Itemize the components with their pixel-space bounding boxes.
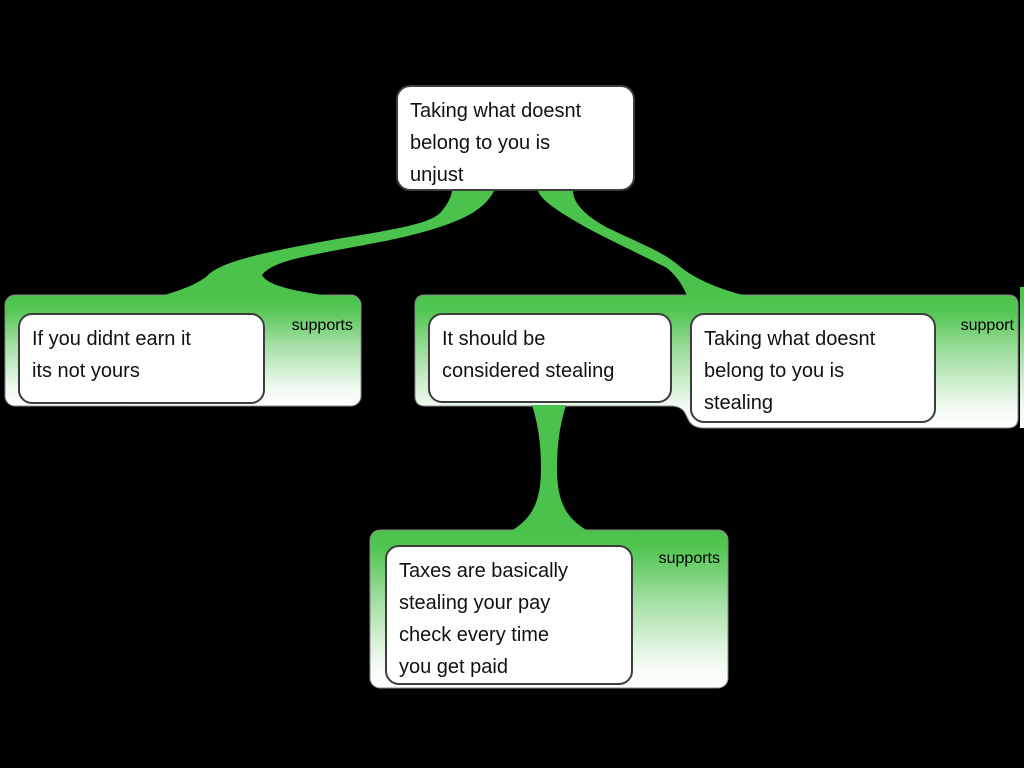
claim-box-root[interactable]: Taking what doesnt belong to you is unju… — [396, 85, 635, 191]
group-label-right-support: support — [960, 317, 1014, 334]
group-label-left-supports: supports — [291, 317, 353, 334]
clipped-group-edge — [1020, 287, 1024, 428]
claim-box-right-1[interactable]: It should be considered stealing — [428, 313, 672, 403]
connector-root-to-left-group — [153, 191, 494, 298]
claim-box-right-2[interactable]: Taking what doesnt belong to you is stea… — [690, 313, 936, 423]
connector-root-to-right-group — [538, 191, 757, 298]
connector-claim-to-bottom-group — [509, 405, 590, 532]
group-label-bottom-supports: supports — [658, 550, 720, 567]
claim-box-bottom[interactable]: Taxes are basically stealing your pay ch… — [385, 545, 633, 685]
claim-box-left[interactable]: If you didnt earn it its not yours — [18, 313, 265, 404]
